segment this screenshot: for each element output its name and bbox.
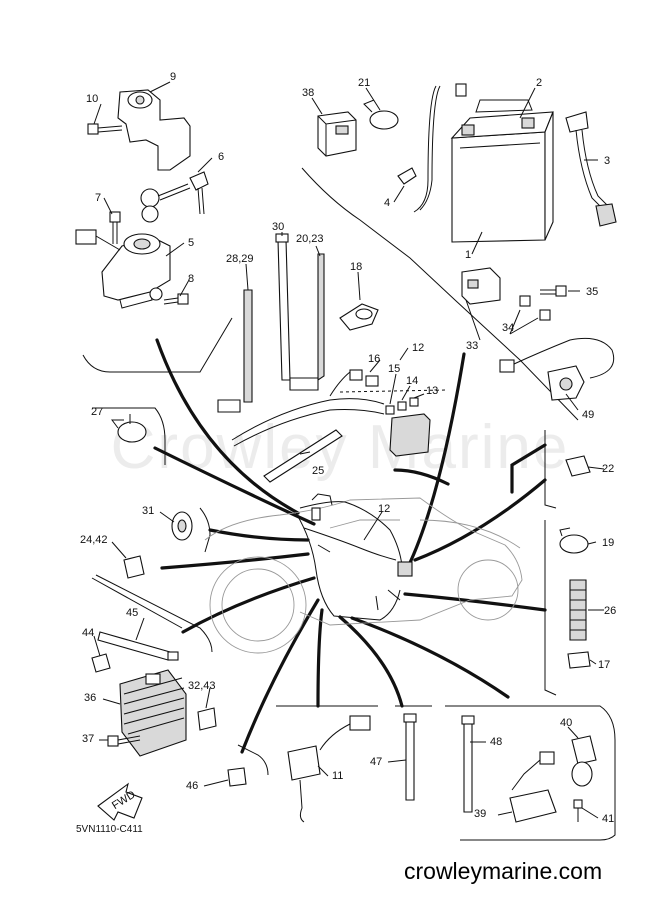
callout-47: 47 [370, 756, 382, 768]
callout-21: 21 [358, 77, 370, 89]
relay-part-33-34 [461, 267, 551, 321]
callout-31: 31 [142, 505, 154, 517]
switch-part-11 [287, 715, 371, 823]
ground-lead-part [397, 167, 417, 185]
callout-26: 26 [604, 605, 616, 617]
callout-1: 1 [465, 249, 471, 261]
bolt-part-41 [573, 799, 583, 822]
callout-48: 48 [490, 736, 502, 748]
callout-39: 39 [474, 808, 486, 820]
clip-part-27 [111, 419, 147, 443]
grommet-part-26 [569, 579, 587, 641]
sensor-part-49 [499, 337, 615, 401]
tie-part-28-29 [217, 289, 253, 413]
tie-part-47 [403, 713, 417, 801]
callout-2: 2 [536, 77, 542, 89]
ignition-part-9 [117, 89, 191, 171]
callout-36: 36 [84, 692, 96, 704]
battery-cable-part [565, 111, 617, 227]
bolt-part-10 [87, 123, 123, 135]
callout-7: 7 [95, 192, 101, 204]
fwd-arrow: FWD [97, 782, 143, 821]
cap-part-40 [571, 735, 597, 787]
bolt-part-35 [540, 285, 567, 297]
sensor-part-39 [509, 751, 557, 823]
tie-part-48 [461, 715, 475, 813]
callout-40: 40 [560, 717, 572, 729]
callout-19: 19 [602, 537, 614, 549]
clip-part-46 [227, 767, 247, 787]
holder-part-44 [91, 653, 111, 673]
callout-45: 45 [126, 607, 138, 619]
callout-32-43: 32,43 [188, 680, 216, 692]
callout-18: 18 [350, 261, 362, 273]
switch-part-5 [75, 229, 171, 309]
callout-14: 14 [406, 375, 418, 387]
clip-part-19 [559, 527, 589, 554]
callout-17: 17 [598, 659, 610, 671]
callout-13: 13 [426, 385, 438, 397]
clip-part-31 [171, 511, 193, 541]
callout-10: 10 [86, 93, 98, 105]
rectifier-part-36 [119, 669, 187, 757]
leader-lines [153, 338, 547, 754]
callout-9: 9 [170, 71, 176, 83]
clip-part-24-42 [123, 555, 145, 579]
callout-22: 22 [602, 463, 614, 475]
callout-12-lower: 12 [378, 503, 390, 515]
clip-part-32-43 [197, 707, 217, 731]
connector-part-13-16 [339, 369, 447, 457]
callout-37: 37 [82, 733, 94, 745]
callout-8: 8 [188, 273, 194, 285]
callout-3: 3 [604, 155, 610, 167]
relay-part-38 [317, 111, 357, 157]
callout-34: 34 [502, 322, 514, 334]
callout-35: 35 [586, 286, 598, 298]
callout-46: 46 [186, 780, 198, 792]
callout-16: 16 [368, 353, 380, 365]
callout-4: 4 [384, 197, 390, 209]
watermark-text: Crowley Marine [110, 413, 570, 482]
callout-44: 44 [82, 627, 94, 639]
callout-6: 6 [218, 151, 224, 163]
drawing-code: 5VN1110-C411 [76, 824, 143, 835]
tape-part-25 [263, 429, 343, 483]
callout-33: 33 [466, 340, 478, 352]
clip-part-18 [339, 303, 379, 331]
callout-28-29: 28,29 [226, 253, 254, 265]
callout-27: 27 [91, 406, 103, 418]
battery-part [413, 83, 554, 243]
callout-12-upper: 12 [412, 342, 424, 354]
clamp-part-21 [363, 99, 399, 130]
callout-24-42: 24,42 [80, 534, 108, 546]
callout-20-23: 20,23 [296, 233, 324, 245]
callout-11: 11 [332, 770, 343, 782]
key-part-6 [140, 171, 209, 223]
callout-30: 30 [272, 221, 284, 233]
callout-5: 5 [188, 237, 194, 249]
tie-part-20-23 [289, 253, 325, 391]
clip-part-22 [565, 455, 591, 477]
callout-labels: 1 2 3 4 5 6 7 8 9 10 11 12 12 13 14 15 1… [80, 71, 616, 825]
bolt-part-8 [163, 293, 189, 305]
tie-part-45 [97, 631, 179, 661]
bolt-part-7 [109, 211, 121, 244]
callout-25: 25 [312, 465, 324, 477]
tie-part-30 [275, 233, 291, 381]
callout-38: 38 [302, 87, 314, 99]
website-label: crowleymarine.com [404, 858, 603, 884]
callout-49: 49 [582, 409, 594, 421]
callout-41: 41 [602, 813, 614, 825]
callout-15: 15 [388, 363, 400, 375]
clip-part-17 [567, 651, 591, 669]
bolt-part-37 [107, 735, 141, 747]
harness-wires [231, 371, 385, 447]
motorcycle-outline [204, 497, 523, 654]
wire-harness [295, 493, 413, 621]
